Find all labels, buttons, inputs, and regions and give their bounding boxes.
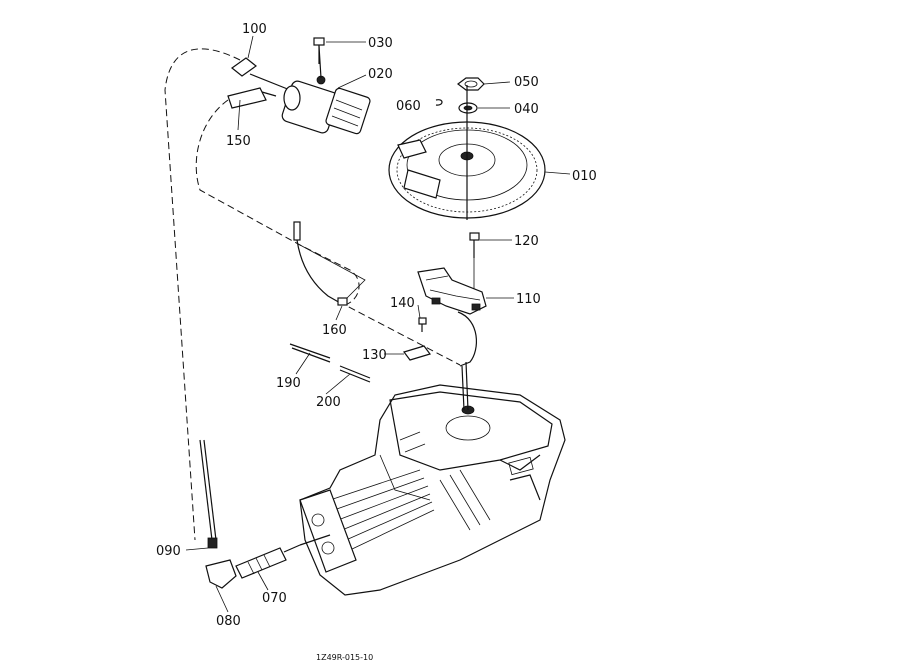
label-200: 200 [316,395,341,410]
label-110: 110 [516,292,541,307]
nut-050 [457,77,485,91]
clip-100 [231,57,257,77]
pin-200 [339,365,371,383]
label-120: 120 [514,234,539,249]
drawing-number: 1Z49R-015-10 [316,653,373,662]
sensor-lead-160 [293,221,348,306]
engine-block [299,361,566,596]
bolt-120 [469,232,480,290]
screw-140 [418,317,427,332]
flywheel-010 [388,85,546,220]
ignition-lead-path [195,99,461,366]
sensor-bracket-110 [417,267,487,367]
label-070: 070 [262,591,287,606]
label-150: 150 [226,134,251,149]
label-060: 060 [396,99,421,114]
washer-040 [458,102,478,114]
ht-lead-path [164,48,241,541]
ignition-coil-020 [249,45,371,135]
label-130: 130 [362,348,387,363]
label-160: 160 [322,323,347,338]
label-100: 100 [242,22,267,37]
rod-090 [199,439,218,549]
cover-guide-line [299,244,366,301]
label-030: 030 [368,36,393,51]
label-140: 140 [390,296,415,311]
label-190: 190 [276,376,301,391]
bolt-030 [313,37,325,64]
label-090: 090 [156,544,181,559]
label-080: 080 [216,614,241,629]
plug-cap-080 [205,559,237,589]
spark-plug-070 [235,544,301,579]
plug-cap-150 [227,87,277,109]
key-060 [435,99,443,106]
label-010: 010 [572,169,597,184]
label-050: 050 [514,75,539,90]
leader-lines [185,35,571,613]
pin-190 [289,343,331,363]
clamp-130 [403,345,431,361]
label-040: 040 [514,102,539,117]
label-020: 020 [368,67,393,82]
